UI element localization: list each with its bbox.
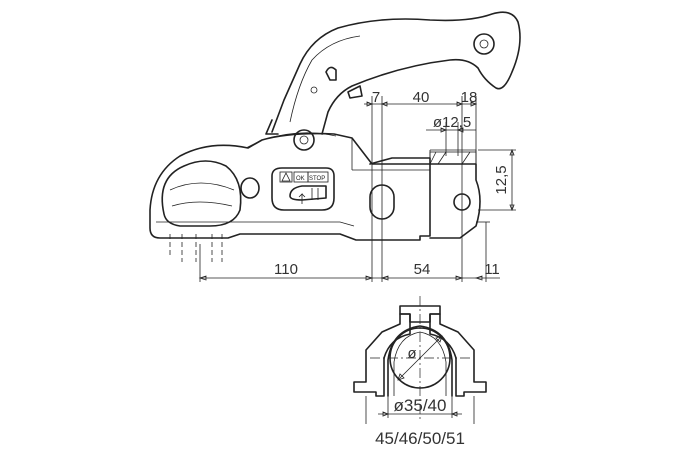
sizes-label: 45/46/50/51 xyxy=(375,429,465,448)
dim-40-label: 40 xyxy=(413,89,430,106)
right-jaw-section xyxy=(429,313,487,397)
dim-12-5-label: 12,5 xyxy=(493,165,510,194)
stop-label: STOP xyxy=(309,176,325,182)
dim-7-label: 7 xyxy=(372,89,380,106)
cross-section-view: ø ø35/40 45/46/50/51 xyxy=(353,296,487,448)
dim-18-label: 18 xyxy=(461,89,478,106)
ok-label: OK xyxy=(296,176,305,182)
ball-diameter-label: ø35/40 xyxy=(394,396,447,415)
wear-indicator-plate: OK STOP xyxy=(271,167,335,211)
handle-lever xyxy=(265,11,521,135)
coupling-body xyxy=(149,129,481,262)
top-cap-section xyxy=(399,305,441,323)
dim-54-label: 54 xyxy=(414,261,431,278)
phi-symbol: ø xyxy=(407,345,416,362)
side-view-dimensions: 7 40 18 ø12,5 12,5 110 54 11 xyxy=(198,89,516,282)
left-jaw-section xyxy=(353,313,411,397)
dim-11-label: 11 xyxy=(484,261,500,278)
dim-bore-label: ø12,5 xyxy=(433,114,471,131)
dim-110-label: 110 xyxy=(274,261,298,278)
